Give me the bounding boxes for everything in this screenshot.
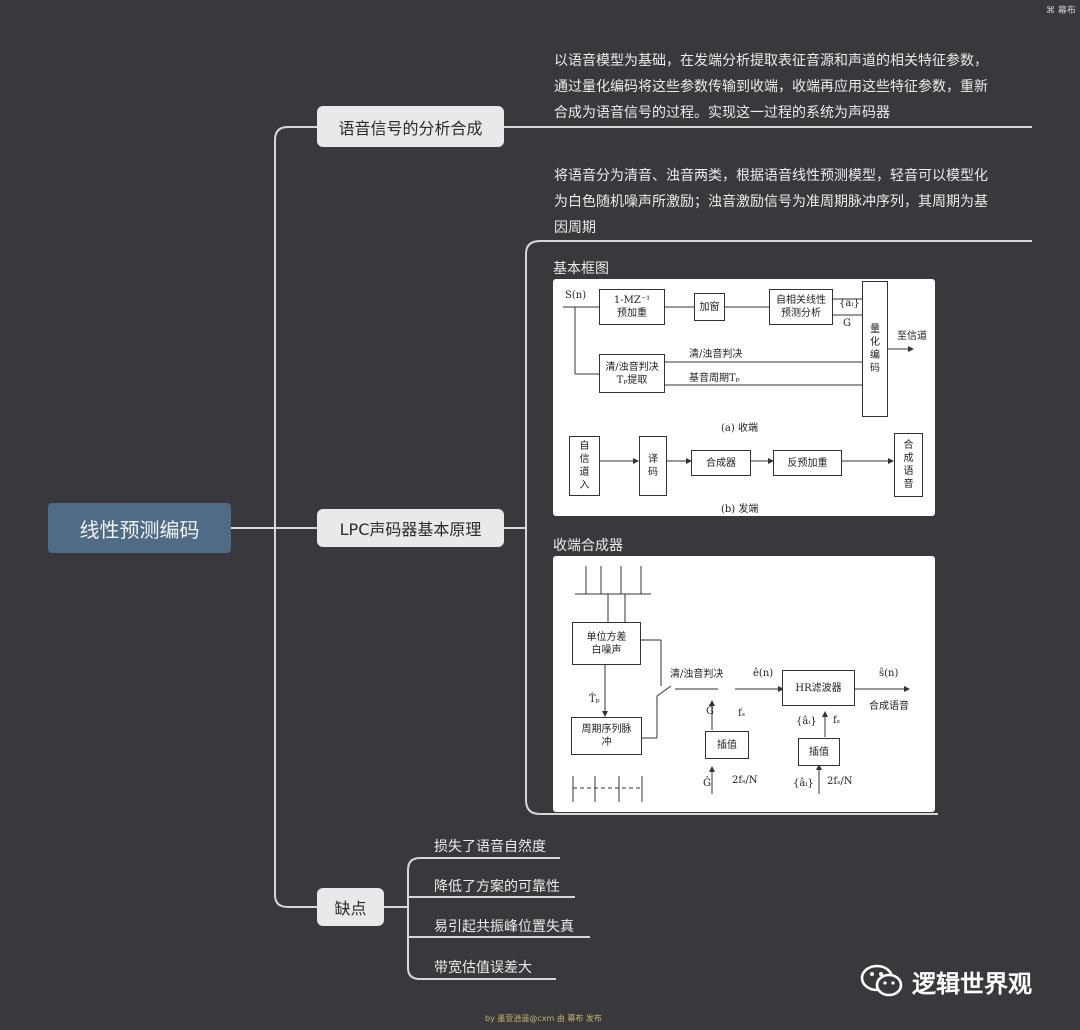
coef-hat-label-2: {âᵢ} — [793, 778, 814, 789]
fs-label-2: fₛ — [833, 715, 841, 726]
diagram1-title: 基本框图 — [553, 261, 609, 277]
gain-hat-label: Ĝ — [706, 706, 714, 717]
coef-hat-label: {âᵢ} — [796, 716, 817, 727]
footer-credit[interactable]: by 墨萱逍遥@cxm 由 幕布 发布 — [485, 1014, 602, 1023]
pitch-label: T̂ₚ — [589, 694, 600, 705]
caption-b: (b) 发端 — [721, 504, 759, 515]
branch-analysis-synthesis[interactable]: 语音信号的分析合成 — [317, 106, 504, 147]
output-speech-label: 合成语音 — [869, 701, 909, 712]
branch1-description: 以语音模型为基础，在发端分析提取表征音源和声道的相关特征参数， 通过量化编码将这… — [554, 53, 988, 121]
disadvantage-item-3[interactable]: 易引起共振峰位置失真 — [434, 919, 574, 935]
from-channel-block: 自信道入 — [569, 436, 600, 496]
white-noise-block: 单位方差白噪声 — [572, 622, 641, 665]
lpc-analysis-block: 自相关线性预测分析 — [769, 289, 833, 325]
rate-label-2: 2fₛ/N — [827, 776, 853, 787]
mubu-icon: ⌘ — [1046, 6, 1055, 16]
interpolation-block-1: 插值 — [705, 731, 749, 759]
caption-a: (a) 收端 — [721, 423, 758, 434]
basic-diagram-wires — [563, 298, 914, 464]
pitch-line-label: 基音周期Tₚ — [689, 373, 740, 384]
receiver-synthesizer-diagram: 单位方差白噪声 周期序列脉冲 T̂ₚ 清/浊音判决 ê(n) HR滤波器 ŝ(n… — [553, 556, 935, 812]
output-signal-label: ŝ(n) — [879, 668, 899, 679]
wechat-watermark: 逻辑世界观 — [860, 963, 1032, 999]
gain-hat-label-2: Ĝ — [703, 778, 711, 789]
coef-label: {aᵢ} — [839, 298, 860, 309]
synth-speech-block: 合成语音 — [894, 433, 923, 497]
excitation-label: ê(n) — [753, 668, 774, 679]
to-channel-label: 至信道 — [897, 331, 927, 342]
pulse-train-block: 周期序列脉冲 — [571, 717, 642, 755]
diagram2-title: 收端合成器 — [553, 538, 623, 554]
hr-filter-block: HR滤波器 — [782, 670, 855, 706]
disadvantage-item-4[interactable]: 带宽估值误差大 — [434, 960, 532, 976]
disadvantage-item-2[interactable]: 降低了方案的可靠性 — [434, 879, 560, 895]
branch-lpc-principle[interactable]: LPC声码器基本原理 — [317, 509, 504, 547]
interpolation-block-2: 插值 — [798, 738, 840, 766]
synth-diagram-wires — [572, 566, 910, 802]
window-block: 加窗 — [694, 293, 725, 321]
vuv-line-label: 清/浊音判决 — [689, 349, 743, 360]
signal-input-label: S(n) — [565, 290, 587, 301]
quantize-encode-block: 量化编码 — [862, 281, 888, 417]
rate-label-1: 2fₛ/N — [732, 775, 758, 786]
fs-label-1: fₛ — [738, 708, 746, 719]
decode-block: 译码 — [639, 436, 667, 496]
root-node[interactable]: 线性预测编码 — [48, 503, 231, 553]
gain-label: G — [843, 318, 851, 329]
synthesizer-block: 合成器 — [691, 450, 751, 476]
branch-disadvantages[interactable]: 缺点 — [317, 888, 384, 926]
deemphasis-block: 反预加重 — [773, 450, 842, 476]
wechat-icon — [860, 964, 903, 997]
topbar-logo[interactable]: ⌘ 幕布 — [1046, 6, 1076, 16]
branch2-description: 将语音分为清音、浊音两类，根据语音线性预测模型，轻音可以模型化 为白色随机噪声所… — [554, 168, 988, 236]
vuv-switch-label: 清/浊音判决 — [670, 669, 724, 680]
disadvantage-item-1[interactable]: 损失了语音自然度 — [434, 839, 546, 855]
